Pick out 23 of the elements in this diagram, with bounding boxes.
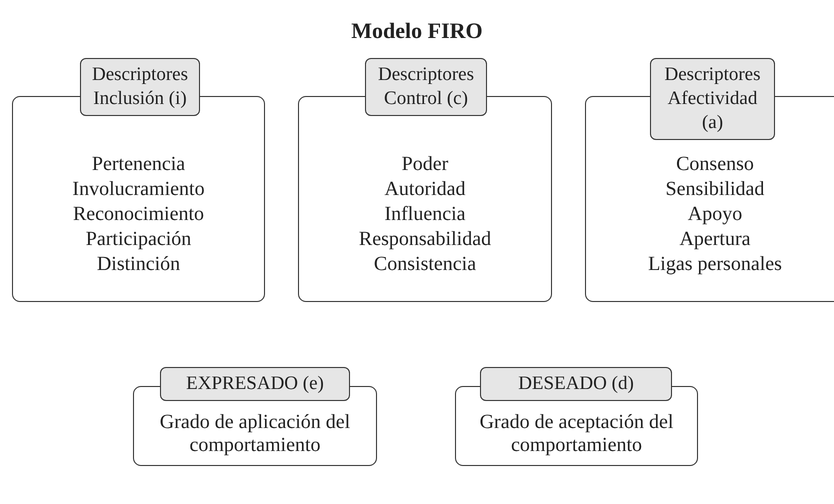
- card-heading: EXPRESADO (e): [160, 367, 350, 401]
- diagram-title: Modelo FIRO: [350, 18, 484, 44]
- card-heading: Descriptores Inclusión (i): [80, 58, 200, 116]
- list-item: Ligas personales: [648, 252, 782, 276]
- list-item: Consenso: [676, 152, 754, 176]
- card-heading: Descriptores Afectividad (a): [650, 58, 775, 140]
- card-heading: Descriptores Control (c): [365, 58, 487, 116]
- list-item: Participación: [86, 226, 192, 252]
- list-item: Influencia: [384, 202, 466, 226]
- list-item: Poder: [402, 152, 448, 176]
- description-text: Grado de aplicación del comportamiento: [158, 411, 352, 457]
- list-item: Apertura: [679, 226, 751, 252]
- list-item: Sensibilidad: [666, 176, 764, 202]
- list-item: Apoyo: [688, 202, 742, 226]
- description-text: Grado de aceptación del comportamiento: [478, 411, 674, 457]
- list-item: Autoridad: [384, 176, 466, 202]
- list-item: Involucramiento: [72, 176, 205, 202]
- list-item: Pertenencia: [92, 152, 186, 176]
- list-item: Distinción: [96, 252, 180, 276]
- list-item: Consistencia: [374, 252, 476, 276]
- list-item: Responsabilidad: [358, 226, 492, 252]
- list-item: Reconocimiento: [72, 202, 204, 226]
- card-heading: DESEADO (d): [480, 367, 672, 401]
